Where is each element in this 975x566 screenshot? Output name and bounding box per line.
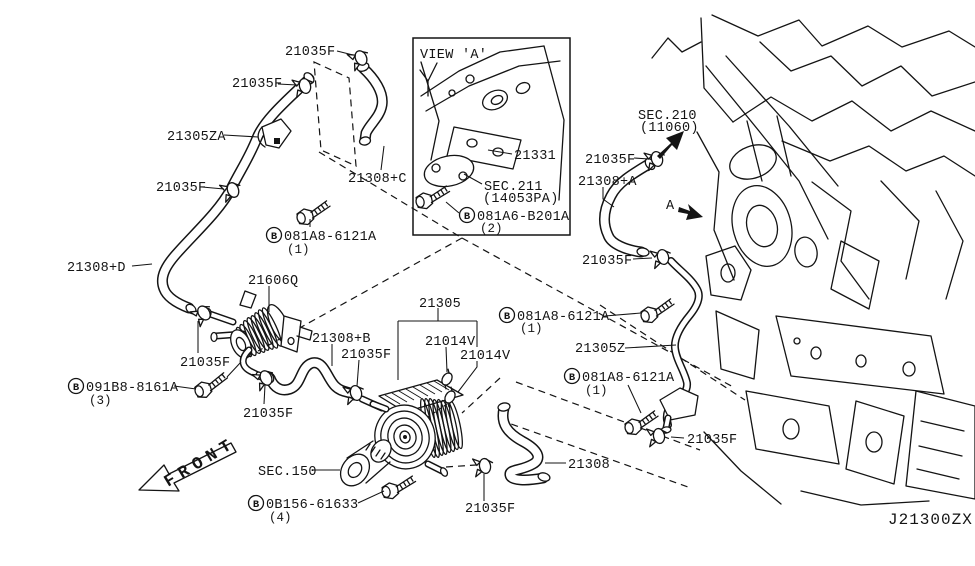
circled-b-icon — [498, 306, 516, 324]
circled-b-text: B — [569, 372, 576, 384]
callout-sec211-ref: (14053PA) — [483, 192, 559, 207]
callout-21305Z: 21305Z — [575, 342, 625, 357]
callout-21035F-hoseD-mid: 21035F — [156, 181, 206, 196]
front-label: FRONT — [161, 434, 240, 492]
callout-21035F-hoseD-top: 21035F — [232, 77, 282, 92]
callout-bolt-0B156: 0B156-61633 — [266, 498, 358, 513]
callout-bolt-091B8-qty: (3) — [89, 394, 112, 408]
view-a-inset — [412, 37, 571, 236]
callout-bolt-0B156-qty: (4) — [269, 511, 292, 525]
view-a-direction-arrow — [678, 204, 703, 220]
circled-b-icon — [458, 206, 476, 224]
callout-bolt-081A6: 081A6-B201A — [477, 210, 570, 225]
sec210-direction-arrow — [657, 131, 684, 159]
callout-21606Q: 21606Q — [248, 274, 298, 289]
oil-cooler-21606Q — [204, 290, 313, 381]
callout-bolt-081A8-3: 081A8-6121A — [582, 371, 675, 386]
callout-bolt-081A8-1-qty: (1) — [287, 243, 310, 257]
hose-21308A — [598, 157, 656, 258]
callout-21014V-2: 21014V — [460, 349, 511, 364]
callout-bolt-081A8-2-qty: (1) — [520, 322, 543, 336]
callout-21035F-cooler-left: 21035F — [180, 356, 230, 371]
hose-21308B — [263, 357, 386, 412]
callout-bolt-091B8: 091B8-8161A — [86, 381, 179, 396]
callout-21035F-hoseA-top: 21035F — [585, 153, 635, 168]
callout-21308C: 21308+C — [348, 172, 407, 187]
callout-sec150: SEC.150 — [258, 465, 317, 480]
callout-21035F-cooler-bottom: 21035F — [243, 407, 293, 422]
callouts: 21035F 21035F 21305ZA 21035F 21308+C B 0… — [67, 45, 973, 529]
view-a-title: VIEW 'A' — [420, 48, 487, 63]
circled-b-icon — [67, 377, 85, 395]
callout-21331: 21331 — [514, 149, 556, 164]
oil-filter — [339, 439, 392, 487]
callout-21035F-hoseC-top: 21035F — [285, 45, 335, 60]
engine-block-outline — [651, 14, 975, 506]
circled-b-text: B — [73, 382, 80, 394]
view-a-marker: A — [666, 199, 675, 214]
callout-sec211: SEC.211 — [484, 180, 543, 195]
callout-21308: 21308 — [568, 458, 610, 473]
callout-21014V-1: 21014V — [425, 335, 476, 350]
drawing-number: J21300ZX — [888, 511, 973, 529]
circled-b-text: B — [253, 499, 260, 511]
circled-b-icon — [563, 367, 581, 385]
callout-sec210: SEC.210 — [638, 109, 697, 124]
bracket-21305ZA — [257, 118, 292, 149]
callout-bolt-081A8-2: 081A8-6121A — [517, 310, 610, 325]
callout-21035F-hose21308: 21035F — [465, 502, 515, 517]
callout-21308B: 21308+B — [312, 332, 371, 347]
circled-b-text: B — [464, 211, 471, 223]
callout-bolt-081A6-qty: (2) — [480, 222, 503, 236]
callout-bolt-081A8-1: 081A8-6121A — [284, 230, 377, 245]
callout-21035F-pipeZ: 21035F — [687, 433, 737, 448]
front-arrow — [138, 442, 237, 492]
pipe-21305Z — [659, 257, 703, 434]
hose-21308 — [497, 402, 551, 486]
callout-21308A: 21308+A — [578, 175, 637, 190]
callout-bolt-081A8-3-qty: (1) — [585, 384, 608, 398]
circled-b-text: B — [271, 231, 278, 243]
callout-21035F-hoseB: 21035F — [341, 348, 391, 363]
leader-lines — [131, 50, 685, 504]
callout-sec210-ref: (11060) — [640, 121, 699, 136]
circled-b-icon — [265, 226, 283, 244]
circled-b-text: B — [504, 311, 511, 323]
circled-b-icon — [247, 494, 265, 512]
callout-21035F-hoseA-bottom: 21035F — [582, 254, 632, 269]
callout-21305ZA: 21305ZA — [167, 130, 226, 145]
callout-21308D: 21308+D — [67, 261, 126, 276]
callout-21305: 21305 — [419, 297, 461, 312]
hose-21308C — [356, 62, 388, 146]
